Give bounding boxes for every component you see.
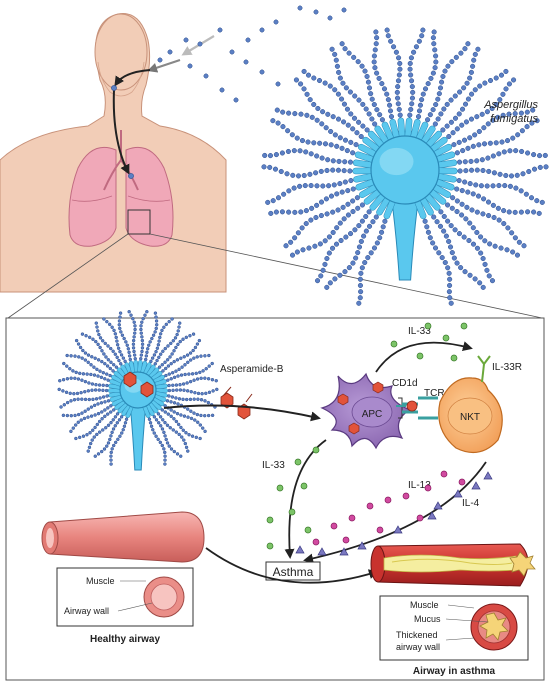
asthma-mucus-label: Mucus [414,614,441,624]
il4-label: IL-4 [462,498,480,509]
healthy-wall-label: Airway wall [64,606,109,616]
il33r-label: IL-33R [492,362,522,373]
asthma-muscle-label: Muscle [410,600,439,610]
tcr-label: TCR [424,388,445,399]
asthma-thick-label1: Thickened [396,630,438,640]
cd1d-label: CD1d [392,378,418,389]
organism-name-line1: Aspergillus [483,99,538,111]
asthma-label: Asthma [273,565,314,579]
il33-left-label: IL-33 [262,460,285,471]
asthmatic-airway-tube [371,544,535,586]
asthma-caption: Airway in asthma [413,666,496,677]
organism-name-line2: fumigatus [490,113,538,125]
healthy-caption: Healthy airway [90,634,160,645]
nkt-label: NKT [460,412,480,423]
apc-label: APC [362,409,383,420]
healthy-muscle-label: Muscle [86,576,115,586]
asperamide-label: Asperamide-B [220,364,284,375]
asthma-thick-label2: airway wall [396,642,440,652]
